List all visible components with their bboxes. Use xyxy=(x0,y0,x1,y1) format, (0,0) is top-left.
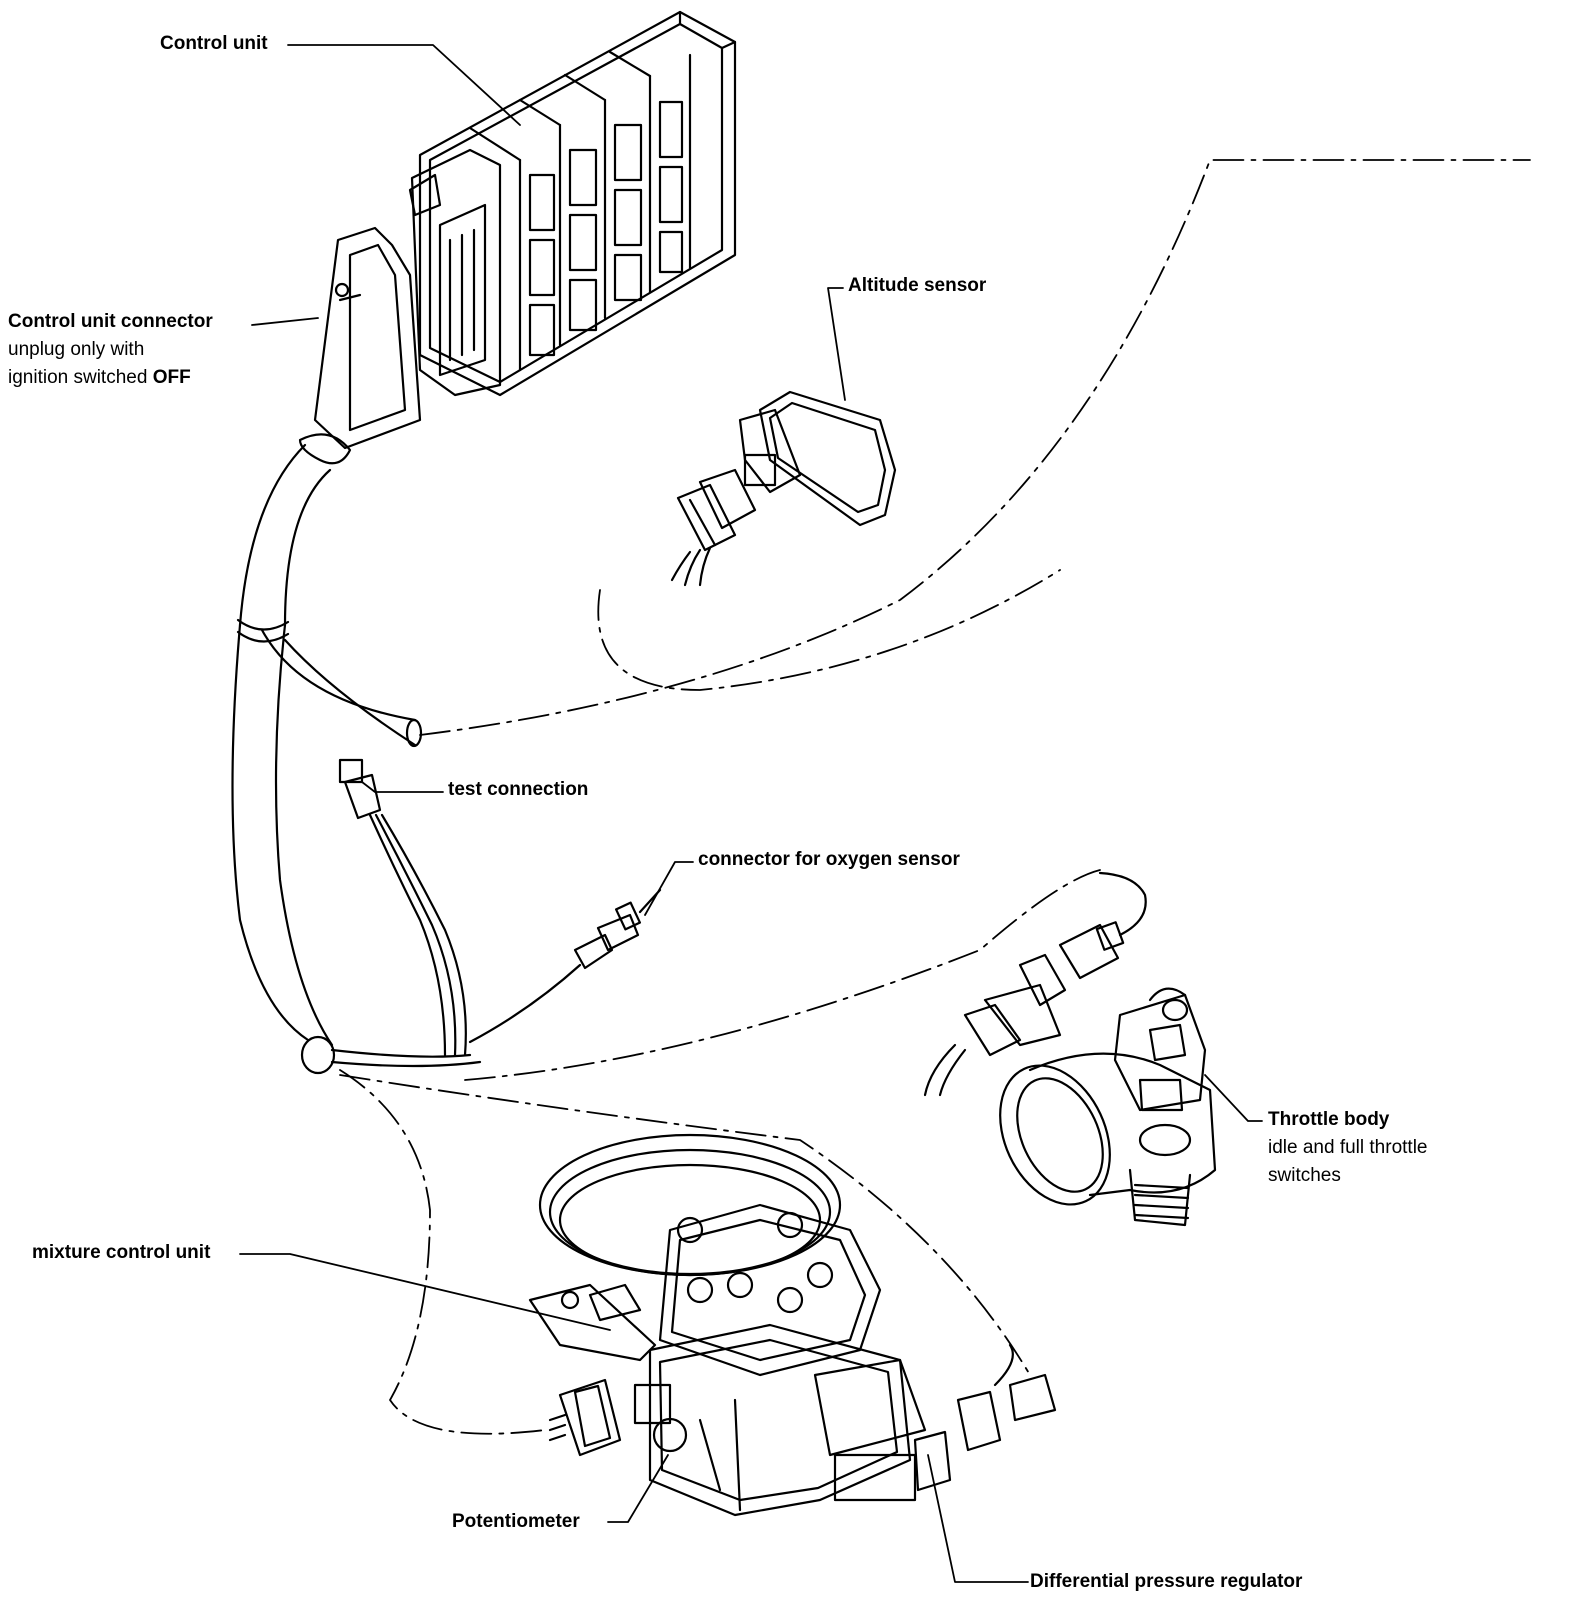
control-unit-connector-title: Control unit connector xyxy=(8,311,213,332)
label-mixture-control-unit: mixture control unit xyxy=(32,1242,211,1263)
wire-routes xyxy=(339,159,1531,1435)
label-differential-pressure-regulator: Differential pressure regulator xyxy=(1030,1571,1303,1592)
throttle-body-note-2: switches xyxy=(1268,1165,1341,1186)
control-unit-connector-note-2: ignition switched OFF xyxy=(8,364,213,392)
label-oxygen-connector: connector for oxygen sensor xyxy=(698,849,960,870)
throttle-body-illustration xyxy=(923,871,1217,1227)
mixture-control-unit-illustration xyxy=(528,1133,1057,1517)
leader-lines xyxy=(239,44,1263,1583)
altitude-sensor-illustration xyxy=(670,390,897,587)
oxygen-connector-illustration xyxy=(468,888,662,1044)
test-connection-illustration xyxy=(330,758,482,1068)
off-emphasis: OFF xyxy=(152,367,191,388)
label-altitude-sensor: Altitude sensor xyxy=(848,275,987,296)
label-test-connection: test connection xyxy=(448,779,589,800)
main-harness xyxy=(231,443,423,1075)
control-unit-connector-illustration xyxy=(298,226,422,465)
control-unit-connector-note-1: unplug only with xyxy=(8,339,145,360)
throttle-body-note-1: idle and full throttle xyxy=(1268,1137,1428,1158)
label-control-unit: Control unit xyxy=(160,33,268,54)
label-throttle-body: Throttle body idle and full throttle swi… xyxy=(1268,1106,1428,1190)
control-unit-connector-note-2-text: ignition switched xyxy=(8,367,153,388)
throttle-body-title: Throttle body xyxy=(1268,1109,1390,1130)
control-unit-illustration xyxy=(408,10,737,397)
label-control-unit-connector: Control unit connector unplug only with … xyxy=(8,308,213,392)
label-potentiometer: Potentiometer xyxy=(452,1511,580,1532)
